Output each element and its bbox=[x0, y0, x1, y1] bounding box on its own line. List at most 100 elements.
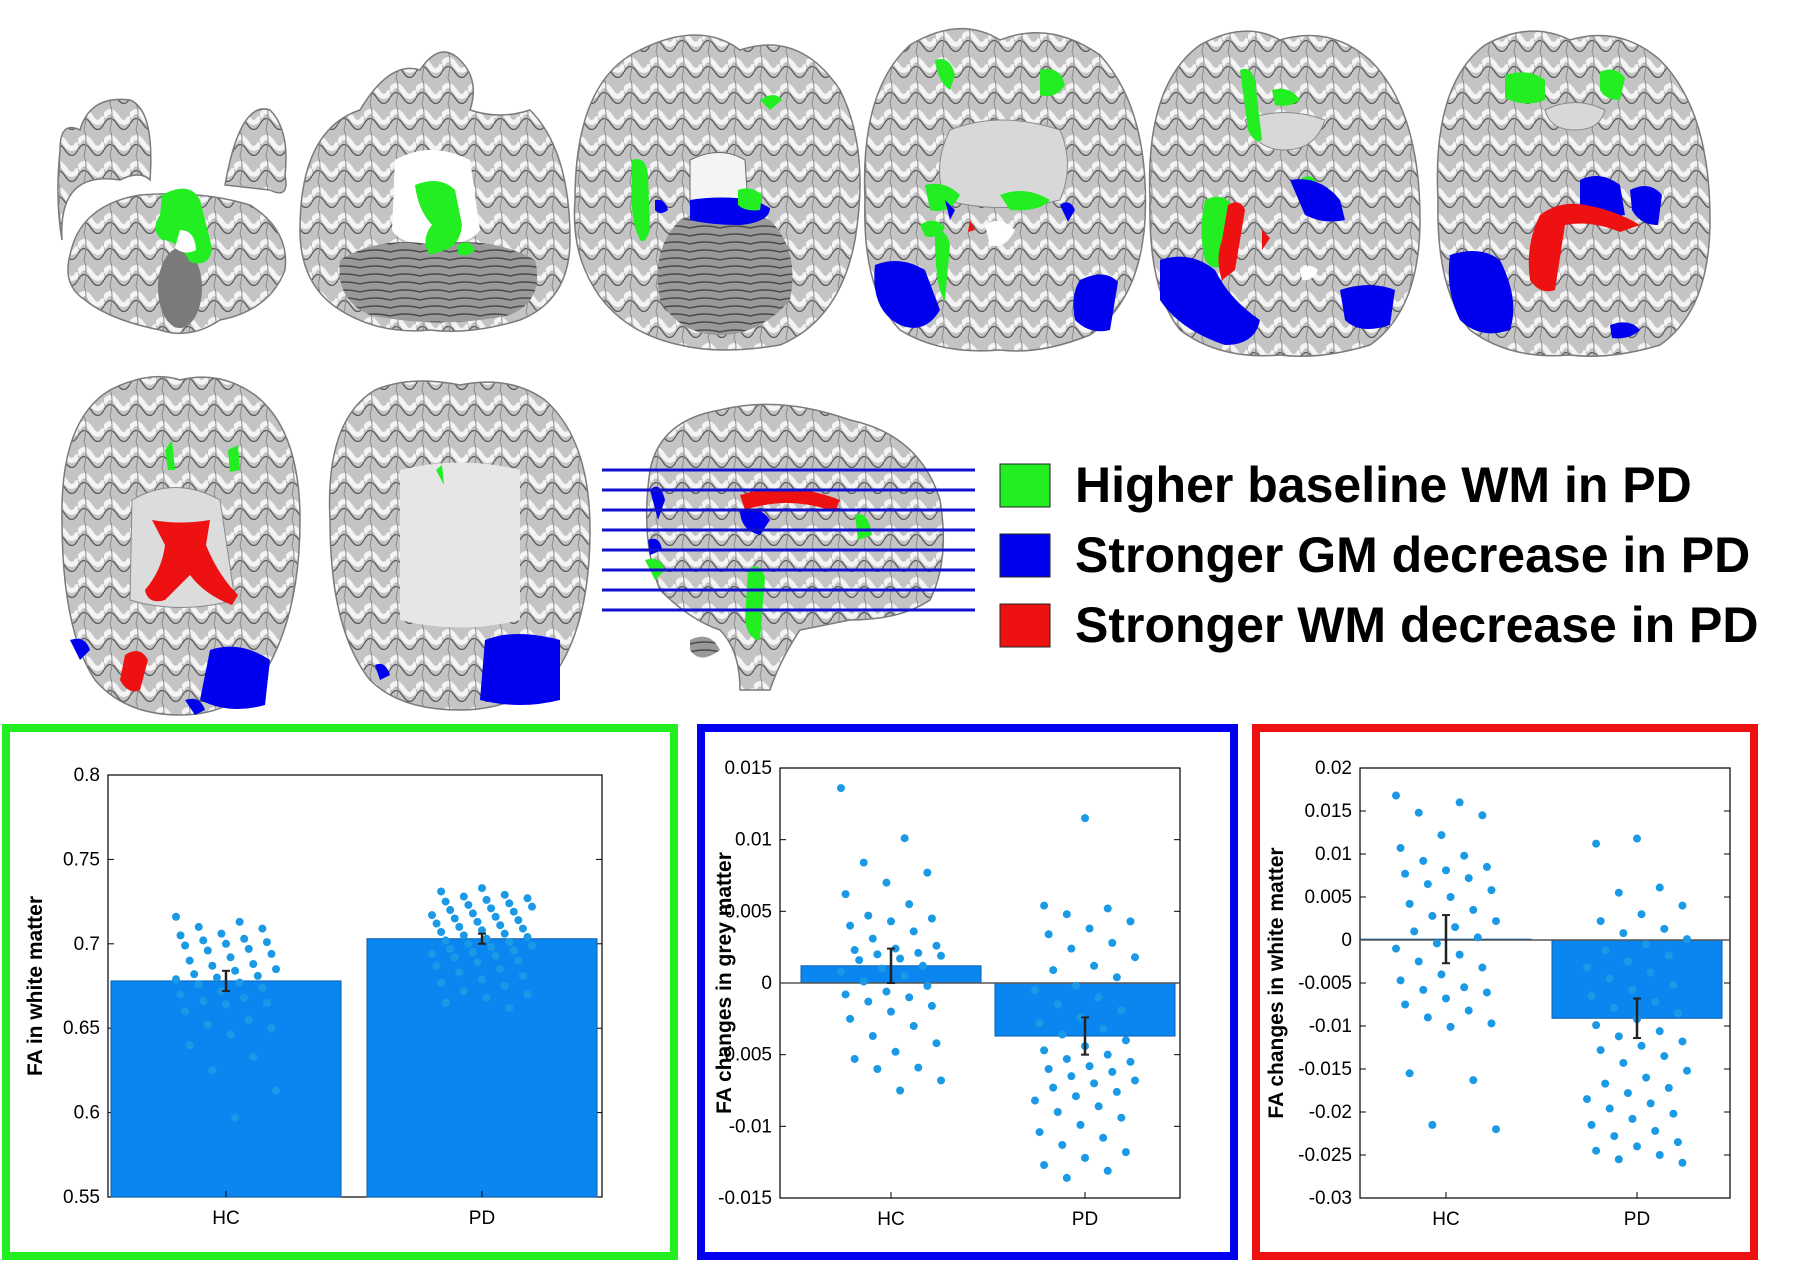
data-point-pd bbox=[1583, 963, 1591, 972]
data-point-pd bbox=[478, 975, 486, 984]
data-point-hc bbox=[1405, 899, 1414, 908]
legend-swatch-1 bbox=[999, 463, 1051, 508]
data-point-hc bbox=[877, 964, 886, 973]
data-point-pd bbox=[441, 936, 450, 945]
data-point-pd bbox=[528, 902, 536, 911]
data-point-pd bbox=[1090, 961, 1099, 970]
y-tick-label: 0.01 bbox=[1315, 844, 1352, 865]
data-point-hc bbox=[1482, 988, 1491, 997]
data-point-pd bbox=[1623, 957, 1632, 966]
data-point-pd bbox=[1669, 980, 1678, 989]
data-point-pd bbox=[1067, 1072, 1076, 1081]
data-point-hc bbox=[194, 922, 203, 931]
data-point-hc bbox=[217, 929, 226, 938]
y-axis-label: FA changes in white matter bbox=[1265, 847, 1288, 1118]
data-point-hc bbox=[194, 980, 203, 989]
data-point-hc bbox=[937, 951, 945, 960]
x-tick-label-pd: PD bbox=[469, 1208, 495, 1229]
data-point-hc bbox=[258, 983, 267, 992]
data-point-pd bbox=[1628, 985, 1637, 994]
data-point-pd bbox=[459, 987, 468, 996]
data-point-hc bbox=[1469, 905, 1478, 914]
data-point-hc bbox=[1487, 1019, 1496, 1028]
data-point-hc bbox=[272, 965, 280, 974]
data-point-pd bbox=[468, 909, 477, 918]
data-point-hc bbox=[1414, 957, 1423, 966]
data-point-pd bbox=[473, 917, 482, 926]
data-point-pd bbox=[450, 914, 459, 923]
data-point-pd bbox=[1669, 1109, 1678, 1118]
brain-slice-3 bbox=[573, 34, 861, 351]
data-point-hc bbox=[244, 944, 253, 953]
y-tick-label: -0.025 bbox=[1298, 1145, 1352, 1166]
data-point-pd bbox=[1117, 1006, 1126, 1015]
data-point-hc bbox=[235, 917, 244, 926]
data-point-hc bbox=[222, 1000, 230, 1009]
brain-slice-8 bbox=[328, 380, 591, 711]
data-point-pd bbox=[1592, 1021, 1601, 1030]
data-point-hc bbox=[172, 912, 180, 921]
data-point-pd bbox=[1108, 938, 1117, 947]
data-point-pd bbox=[1031, 1096, 1039, 1105]
data-point-pd bbox=[491, 951, 500, 960]
y-tick-label: 0.015 bbox=[724, 758, 772, 779]
data-point-hc bbox=[932, 941, 941, 950]
data-point-pd bbox=[1587, 991, 1596, 1000]
data-point-pd bbox=[1126, 1057, 1135, 1066]
y-tick-label: 0.7 bbox=[74, 934, 100, 955]
axial-slices-row-2 bbox=[61, 375, 975, 716]
data-point-pd bbox=[1592, 1146, 1601, 1155]
data-point-hc bbox=[1392, 944, 1400, 953]
data-point-hc bbox=[1414, 808, 1423, 817]
data-point-pd bbox=[1131, 1076, 1139, 1085]
data-point-pd bbox=[1035, 1128, 1044, 1137]
data-point-hc bbox=[199, 936, 208, 945]
data-point-pd bbox=[509, 907, 518, 916]
data-point-pd bbox=[432, 919, 441, 928]
data-point-pd bbox=[1112, 1087, 1121, 1096]
y-tick-label: -0.015 bbox=[1298, 1059, 1352, 1080]
y-tick-label: -0.03 bbox=[1309, 1188, 1352, 1209]
data-point-hc bbox=[190, 970, 199, 979]
data-point-pd bbox=[1071, 981, 1080, 990]
data-point-hc bbox=[937, 1076, 945, 1085]
data-point-hc bbox=[900, 834, 909, 843]
data-point-pd bbox=[455, 968, 464, 977]
data-point-pd bbox=[1103, 904, 1112, 913]
data-point-pd bbox=[1646, 1099, 1655, 1108]
data-point-hc bbox=[185, 956, 194, 965]
data-point-pd bbox=[1623, 1089, 1632, 1098]
data-point-pd bbox=[1053, 1000, 1062, 1009]
legend-label-2: Stronger GM decrease in PD bbox=[1075, 527, 1750, 583]
data-point-hc bbox=[864, 997, 873, 1006]
data-point-hc bbox=[896, 954, 905, 963]
y-tick-label: 0.015 bbox=[1304, 801, 1352, 822]
data-point-hc bbox=[267, 949, 276, 958]
data-point-pd bbox=[437, 978, 446, 987]
data-point-hc bbox=[846, 1014, 855, 1023]
legend-swatch-2 bbox=[999, 533, 1051, 578]
y-tick-label: 0.02 bbox=[1315, 758, 1352, 779]
data-point-pd bbox=[478, 926, 486, 935]
data-point-pd bbox=[459, 892, 468, 901]
data-point-hc bbox=[841, 890, 850, 899]
data-point-pd bbox=[1678, 1158, 1687, 1167]
data-point-hc bbox=[887, 917, 895, 926]
data-point-pd bbox=[518, 924, 527, 933]
data-point-pd bbox=[1131, 953, 1139, 962]
data-point-hc bbox=[841, 990, 850, 999]
data-point-pd bbox=[1651, 1126, 1660, 1135]
data-point-hc bbox=[850, 1054, 859, 1063]
data-point-hc bbox=[272, 1086, 280, 1095]
data-point-pd bbox=[1058, 1140, 1067, 1149]
data-point-pd bbox=[505, 938, 514, 947]
data-point-pd bbox=[514, 916, 523, 925]
data-point-hc bbox=[905, 900, 914, 909]
data-point-pd bbox=[1049, 966, 1058, 975]
data-point-pd bbox=[1596, 917, 1605, 926]
data-point-pd bbox=[505, 1003, 514, 1012]
data-point-hc bbox=[873, 1065, 882, 1073]
data-point-hc bbox=[1460, 851, 1469, 860]
data-point-pd bbox=[482, 934, 491, 943]
data-point-pd bbox=[1614, 1032, 1623, 1041]
